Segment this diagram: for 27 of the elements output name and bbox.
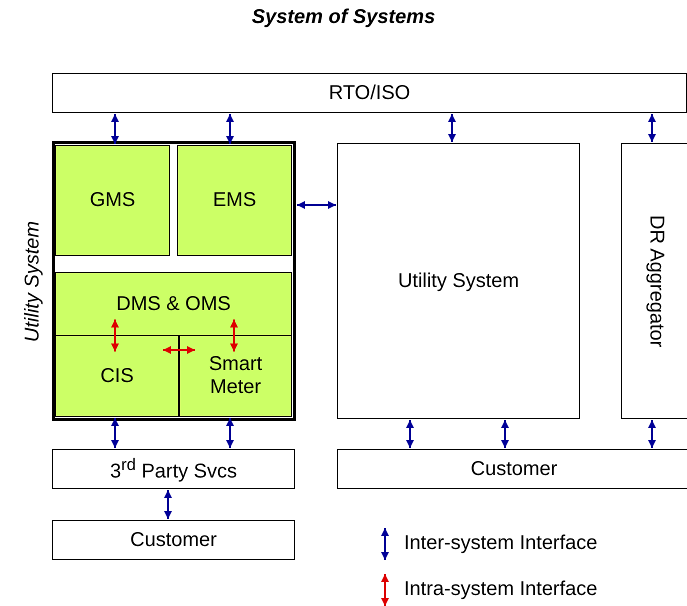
double-arrow	[648, 114, 656, 142]
subsystem-box: GMS	[55, 145, 170, 256]
system-box: RTO/ISO	[52, 73, 687, 113]
customer-box: Customer	[52, 520, 295, 560]
legend-label: Intra-system Interface	[404, 578, 598, 601]
system-box: DR Aggregator	[621, 143, 687, 419]
double-arrow	[448, 114, 456, 142]
double-arrow	[226, 114, 234, 144]
subsystem-box: DMS & OMS	[55, 272, 292, 336]
service-box: 3$^{rd}$ Party Svcs	[52, 449, 295, 489]
diagram-title: System of Systems	[250, 6, 436, 29]
double-arrow	[163, 346, 195, 354]
double-arrow	[164, 490, 172, 519]
double-arrow	[501, 420, 509, 448]
group-title: Utility System	[22, 220, 44, 344]
subsystem-box: CIS	[55, 335, 179, 417]
double-arrow	[297, 201, 336, 209]
subsystem-box: Smart Meter	[179, 335, 292, 417]
double-arrow	[111, 114, 119, 144]
legend-label: Inter-system Interface	[404, 532, 598, 555]
double-arrow	[406, 420, 414, 448]
double-arrow	[230, 320, 238, 352]
double-arrow	[648, 420, 656, 448]
system-box: Utility System	[337, 143, 580, 419]
double-arrow	[111, 320, 119, 352]
subsystem-box: EMS	[177, 145, 292, 256]
customer-box: Customer	[337, 449, 687, 489]
